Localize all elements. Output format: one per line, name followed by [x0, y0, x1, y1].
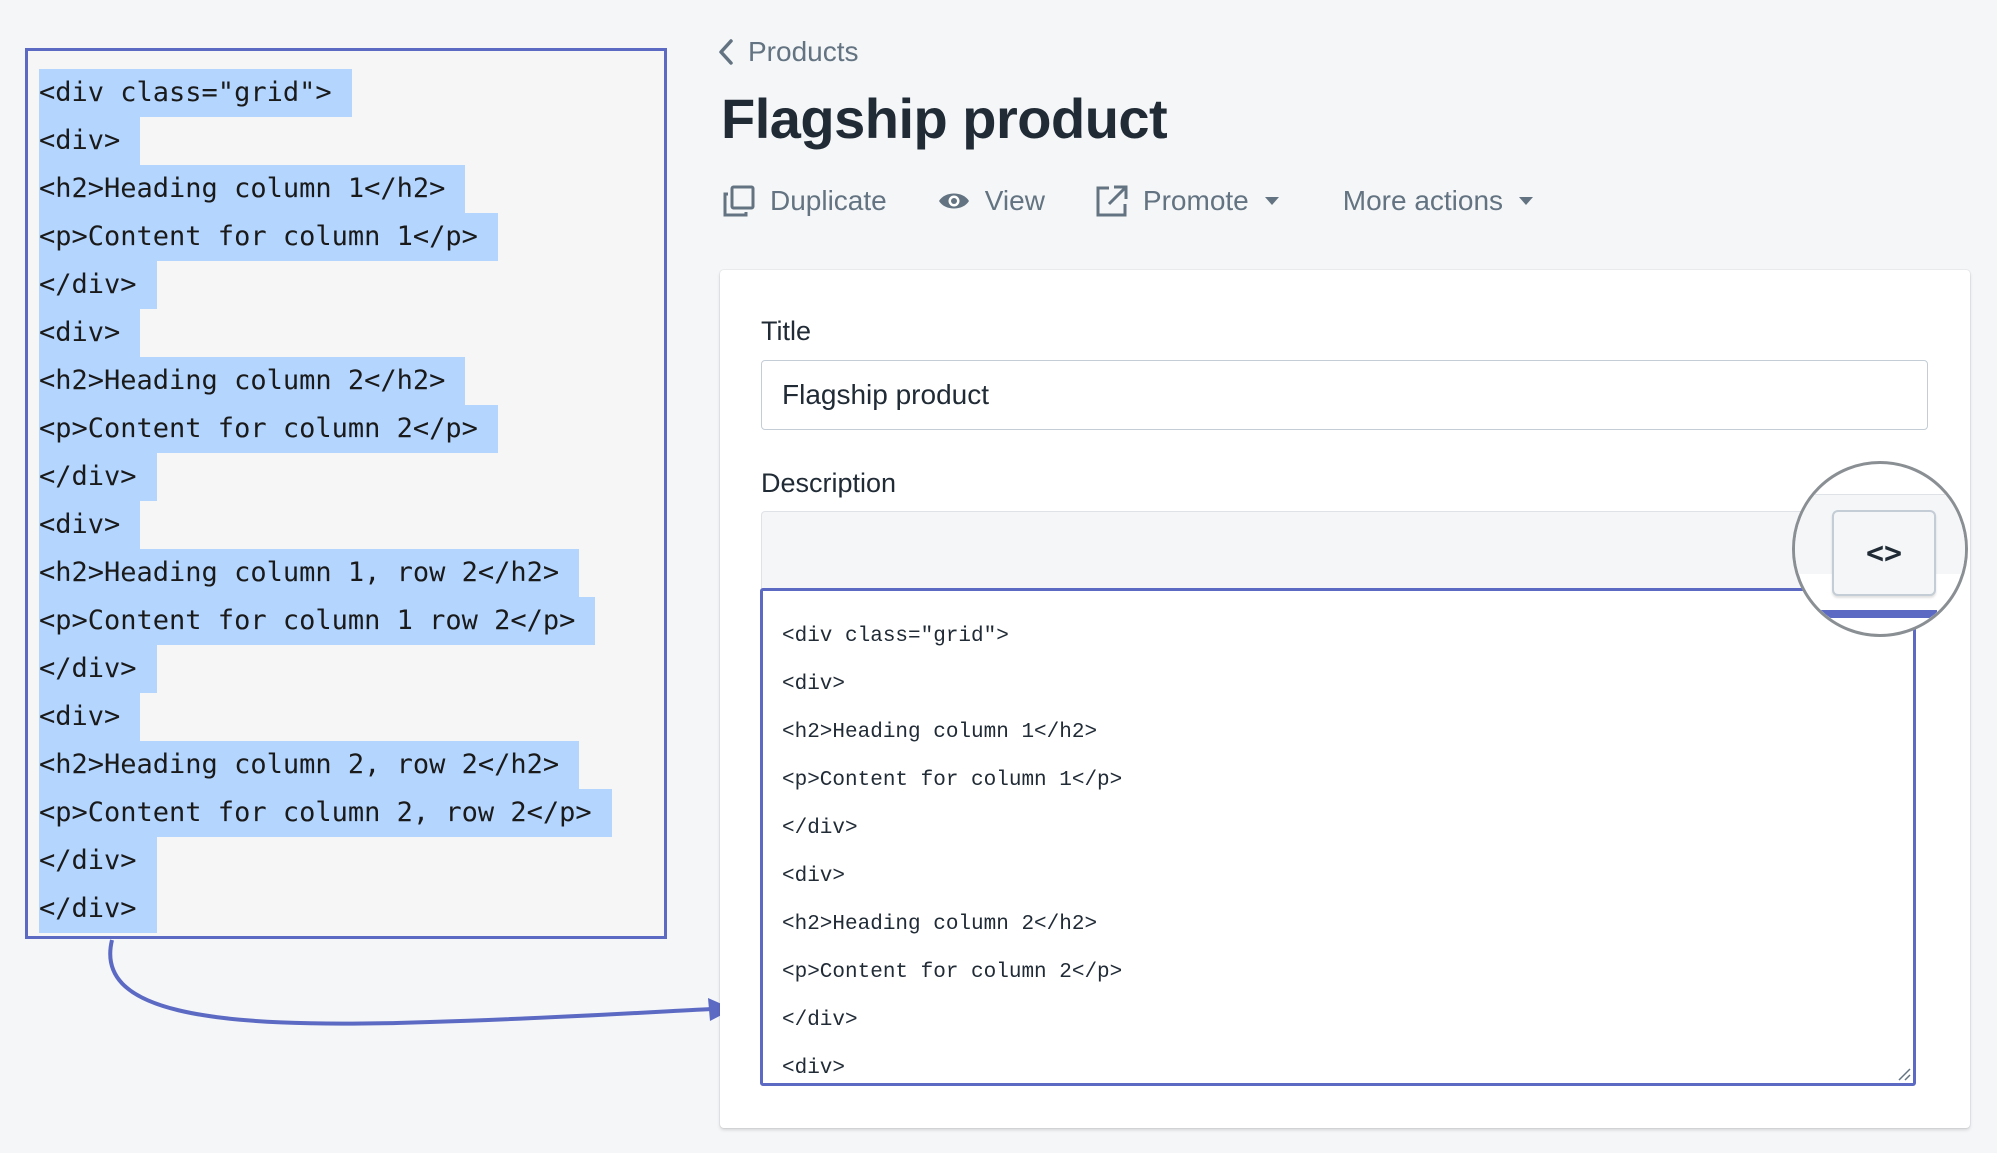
snippet-line: <div class="grid"> [39, 69, 664, 117]
snippet-line: </div> [39, 453, 664, 501]
snippet-line: <h2>Heading column 2, row 2</h2> [39, 741, 664, 789]
duplicate-label: Duplicate [770, 185, 887, 216]
product-details-card: Title Description <div class="grid"> <di… [720, 270, 1970, 1128]
editor-line: <div> [782, 673, 846, 696]
more-actions-label: More actions [1342, 185, 1504, 216]
editor-line: <h2>Heading column 2</h2> [782, 913, 1098, 936]
snippet-line: <div> [39, 693, 664, 741]
editor-line: <h2>Heading column 1</h2> [782, 721, 1098, 744]
snippet-line: <h2>Heading column 2</h2> [39, 357, 664, 405]
code-snippet-panel: <div class="grid"> <div> <h2>Heading col… [25, 48, 667, 939]
breadcrumb-label: Products [748, 36, 859, 67]
editor-line: <div> [782, 865, 846, 888]
editor-line: <div class="grid"> [782, 625, 1009, 648]
snippet-line: </div> [39, 261, 664, 309]
chevron-left-icon [719, 39, 733, 65]
editor-line: <p>Content for column 2</p> [782, 961, 1123, 984]
magnifier-callout: <> [1792, 461, 1968, 637]
editor-toolbar [761, 511, 1886, 591]
duplicate-icon [723, 185, 755, 217]
external-link-icon [1096, 185, 1128, 217]
editor-line: </div> [782, 1009, 858, 1032]
snippet-line: <div> [39, 309, 664, 357]
code-icon: <> [1865, 535, 1903, 571]
snippet-line: <h2>Heading column 1, row 2</h2> [39, 549, 664, 597]
page-actions: Duplicate View Promote More actions [722, 178, 1585, 224]
editor-line: <p>Content for column 1</p> [782, 769, 1123, 792]
breadcrumb-products[interactable]: Products [718, 32, 859, 72]
editor-line: <div> [782, 1057, 846, 1080]
editor-line: </div> [782, 817, 858, 840]
description-html-editor[interactable]: <div class="grid"> <div> <h2>Heading col… [760, 588, 1916, 1086]
title-label: Title [761, 316, 812, 346]
magnified-editor-border [1817, 610, 1937, 618]
resize-handle-icon[interactable] [1895, 1065, 1911, 1081]
snippet-line: <div> [39, 117, 664, 165]
promote-label: Promote [1142, 185, 1249, 216]
view-label: View [984, 185, 1045, 216]
snippet-line: </div> [39, 885, 664, 933]
page-title: Flagship product [721, 87, 1168, 150]
snippet-line: <p>Content for column 1</p> [39, 213, 664, 261]
promote-button[interactable]: Promote [1095, 184, 1281, 218]
duplicate-button[interactable]: Duplicate [722, 184, 887, 218]
snippet-line: <p>Content for column 2, row 2</p> [39, 789, 664, 837]
description-label: Description [761, 468, 897, 498]
snippet-line: </div> [39, 837, 664, 885]
snippet-line: <p>Content for column 2</p> [39, 405, 664, 453]
snippet-line: </div> [39, 645, 664, 693]
title-input[interactable] [761, 360, 1928, 430]
view-button[interactable]: View [937, 185, 1045, 217]
eye-icon [938, 193, 969, 209]
snippet-line: <h2>Heading column 1</h2> [39, 165, 664, 213]
more-actions-button[interactable]: More actions [1343, 185, 1535, 217]
caret-down-icon [1519, 197, 1534, 205]
snippet-line: <p>Content for column 1 row 2</p> [39, 597, 664, 645]
caret-down-icon [1264, 197, 1279, 205]
snippet-line: <div> [39, 501, 664, 549]
show-html-button[interactable]: <> [1832, 510, 1936, 596]
